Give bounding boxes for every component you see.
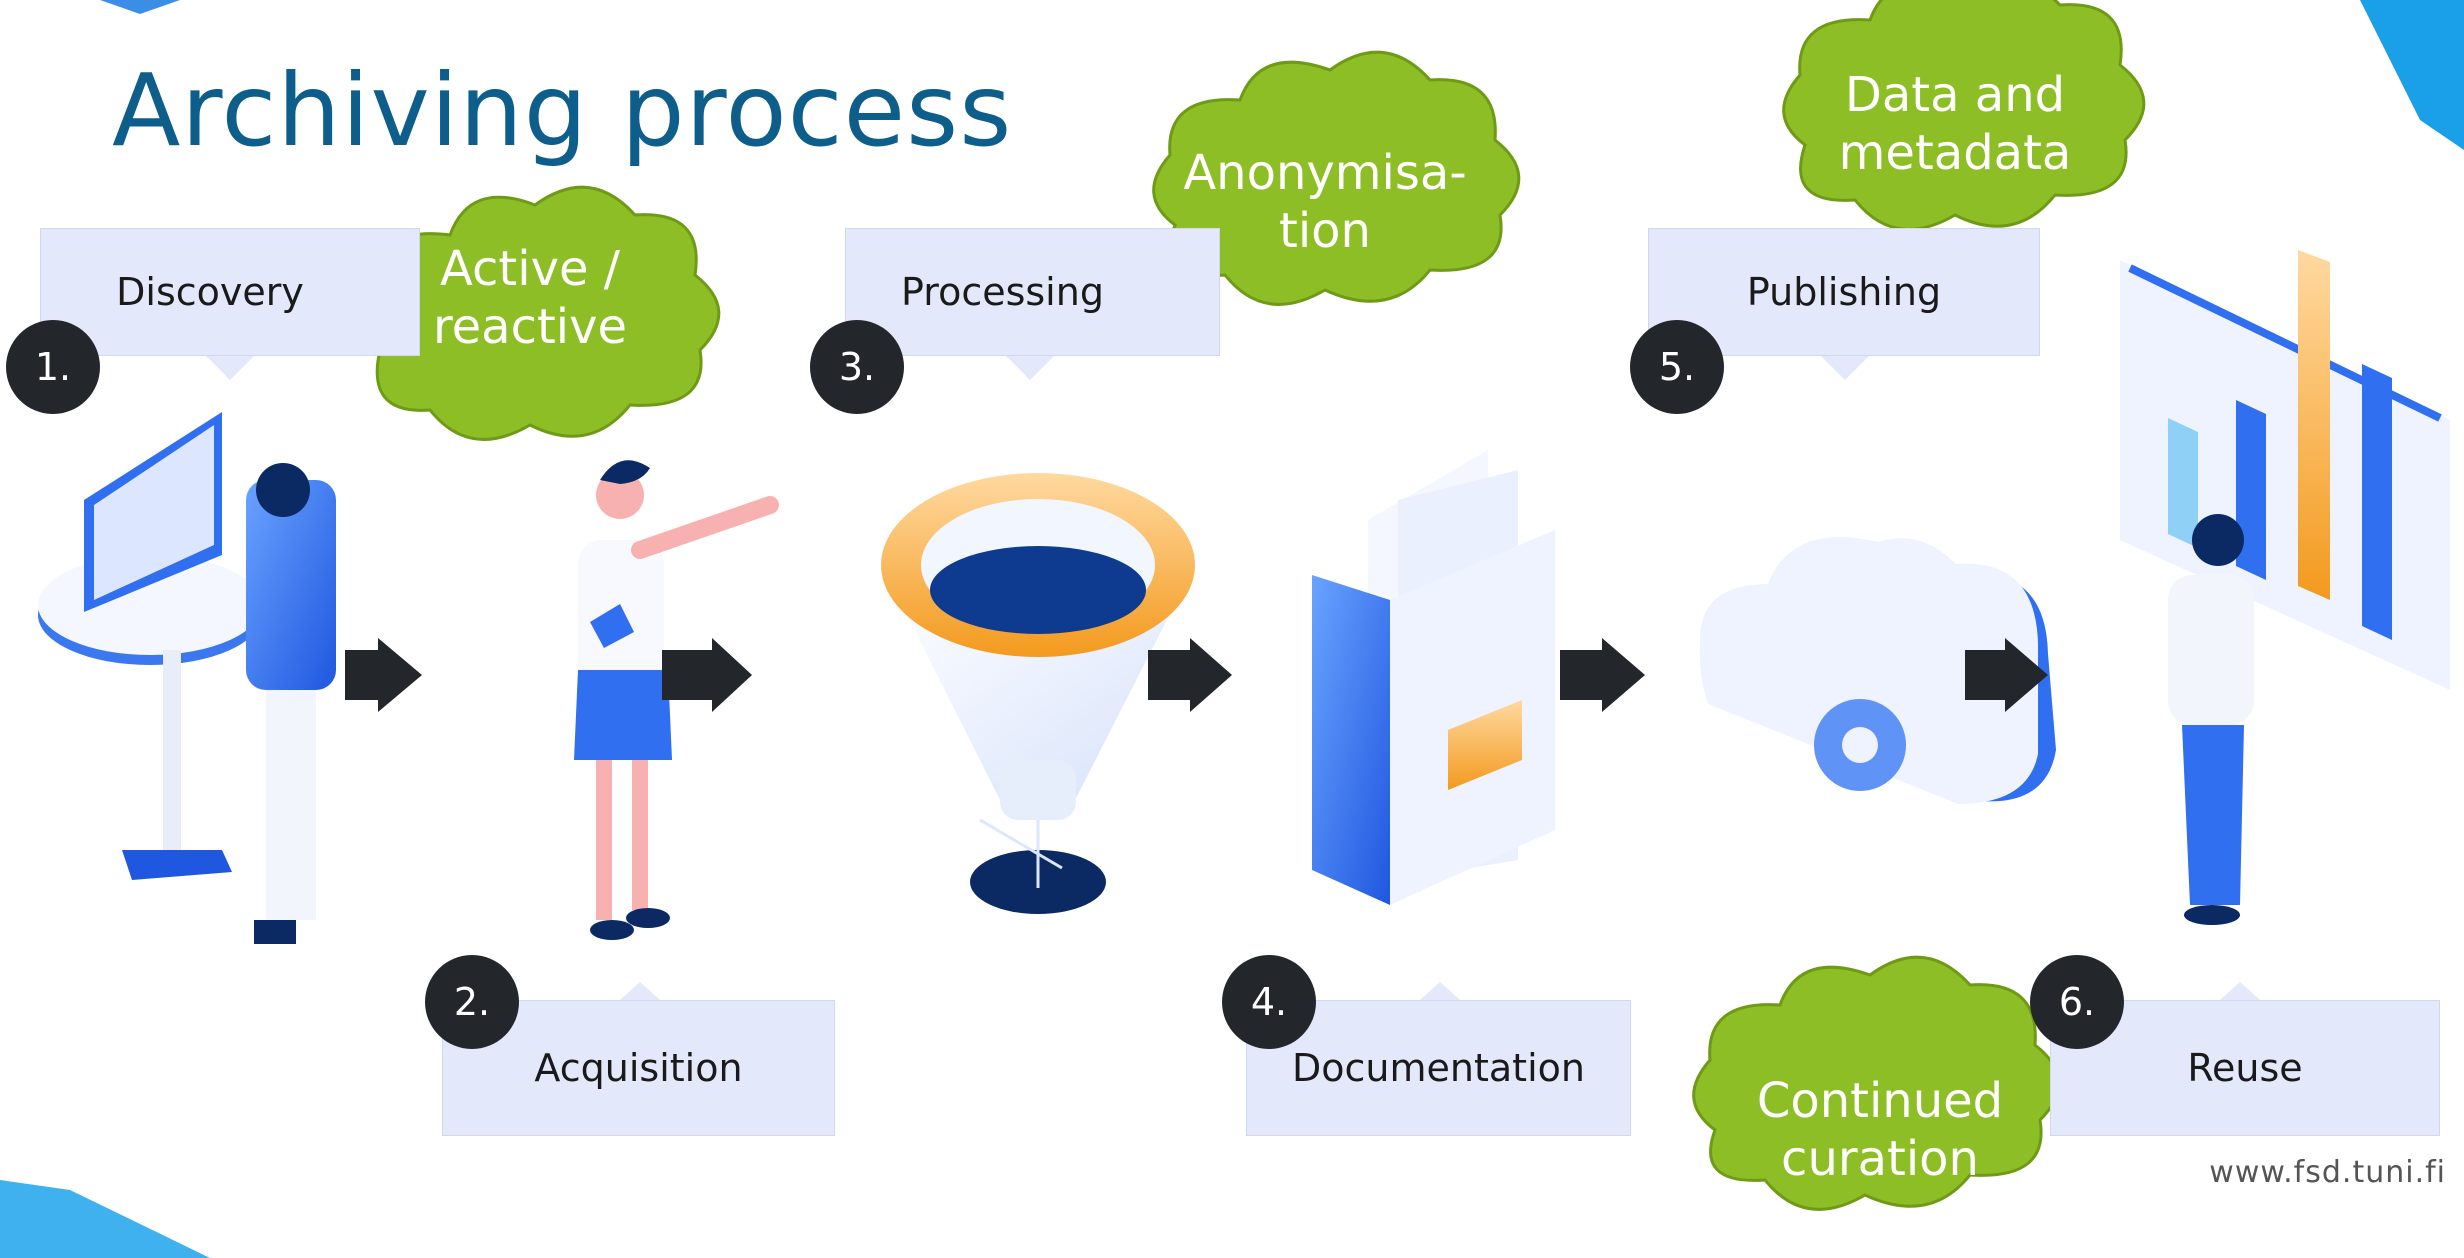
reuse-chart-illustration <box>2120 250 2450 925</box>
slide-title: Archiving process <box>112 52 1013 169</box>
cloud-active-line-2: reactive <box>432 299 628 355</box>
cloud-active-line-1: Active / <box>440 241 620 297</box>
cloud-curation-line-1: Continued <box>1756 1073 2004 1129</box>
corner-decoration-top-left <box>100 0 180 14</box>
cloud-anonymisation-line-1: Anonymisa- <box>1183 145 1467 201</box>
step-label-publishing: Publishing <box>1746 270 1942 314</box>
cloud-active-reactive <box>358 185 721 441</box>
step-badge-2: 2. <box>425 955 519 1049</box>
cloud-text-anonymisation: Anonymisa- tion <box>1175 144 1475 260</box>
flow-arrows <box>345 638 2048 712</box>
arrow-2-to-3 <box>662 638 752 712</box>
step-box-discovery: Discovery <box>40 228 420 356</box>
cloud-continued-curation <box>1692 955 2061 1211</box>
acquisition-illustration <box>574 460 779 940</box>
arrow-3-to-4 <box>1148 638 1232 712</box>
corner-decoration-bottom-left <box>0 1180 210 1258</box>
corner-decoration-top-right <box>2360 0 2464 150</box>
cloud-text-data-metadata: Data and metadata <box>1820 66 2090 182</box>
cloud-data-line-2: metadata <box>1838 125 2072 181</box>
step-label-reuse: Reuse <box>2187 1046 2303 1090</box>
step-badge-1: 1. <box>6 320 100 414</box>
cloud-curation-line-2: curation <box>1781 1131 1979 1187</box>
publishing-cloud-illustration <box>1699 537 2056 804</box>
cloud-anonymisation <box>1152 50 1521 306</box>
discovery-illustration <box>38 412 336 944</box>
footer-url: www.fsd.tuni.fi <box>2209 1155 2446 1190</box>
cloud-text-active-reactive: Active / reactive <box>425 240 635 356</box>
step-label-acquisition: Acquisition <box>534 1046 743 1090</box>
cloud-data-line-1: Data and <box>1844 67 2066 123</box>
step-badge-4: 4. <box>1222 955 1316 1049</box>
step-label-discovery: Discovery <box>116 270 304 314</box>
arrow-4-to-5 <box>1560 638 1645 712</box>
cloud-text-continued-curation: Continued curation <box>1740 1072 2020 1188</box>
arrow-1-to-2 <box>345 638 422 712</box>
documentation-folder-illustration <box>1312 450 1555 905</box>
cloud-anonymisation-line-2: tion <box>1279 203 1371 259</box>
step-badge-6: 6. <box>2030 955 2124 1049</box>
processing-funnel-illustration <box>881 473 1195 914</box>
step-box-publishing: Publishing <box>1648 228 2040 356</box>
step-box-processing: Processing <box>845 228 1220 356</box>
arrow-5-to-6 <box>1965 638 2048 712</box>
step-badge-5: 5. <box>1630 320 1724 414</box>
step-label-documentation: Documentation <box>1292 1046 1585 1090</box>
step-badge-3: 3. <box>810 320 904 414</box>
step-label-processing: Processing <box>901 270 1104 314</box>
